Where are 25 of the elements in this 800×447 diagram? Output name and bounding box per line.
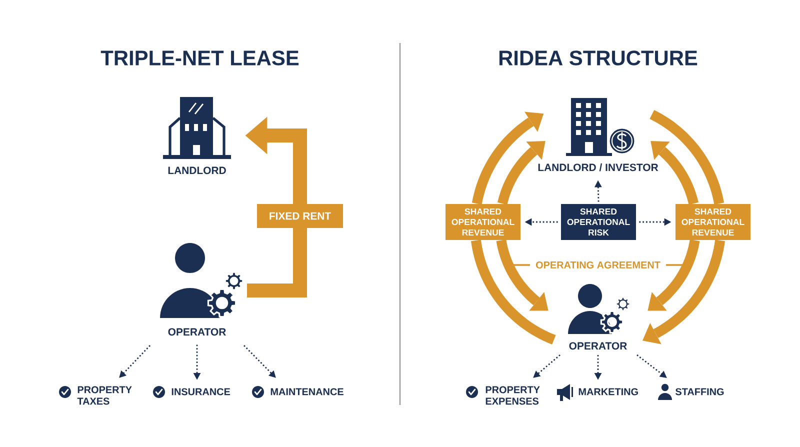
edge-label: FIXED RENT (257, 204, 343, 228)
item-label: MARKETING (578, 388, 638, 396)
curved-arrow (648, 238, 700, 311)
revenue-box: SHARED OPERATIONAL REVENUE (676, 204, 750, 240)
dotted-arrow (119, 345, 151, 378)
curved-arrow (650, 140, 698, 206)
panel-title: TRIPLE-NET LEASE (100, 50, 299, 66)
curved-arrow (496, 238, 548, 311)
risk-box: SHARED OPERATIONAL RISK (561, 204, 636, 240)
curved-arrow (472, 112, 544, 205)
panel-title: RIDEA STRUCTURE (499, 50, 698, 66)
item-label: MAINTENANCE (270, 388, 344, 396)
curved-arrow (498, 140, 546, 206)
icon-label: LANDLORD / INVESTOR (538, 163, 658, 172)
agreement-label: OPERATING AGREEMENT (536, 261, 660, 269)
item-label: PROPERTY EXPENSES (486, 386, 540, 405)
item-label: INSURANCE (172, 388, 230, 396)
item-label: PROPERTY TAXES (77, 386, 132, 405)
dotted-arrow (244, 345, 276, 378)
item-label: STAFFING (675, 388, 724, 396)
icon-label: OPERATOR (168, 328, 226, 336)
icon-label: OPERATOR (569, 342, 627, 350)
icon-label: LANDLORD (168, 166, 226, 174)
curved-arrow (642, 240, 725, 344)
revenue-box: SHARED OPERATIONAL REVENUE (446, 204, 520, 240)
